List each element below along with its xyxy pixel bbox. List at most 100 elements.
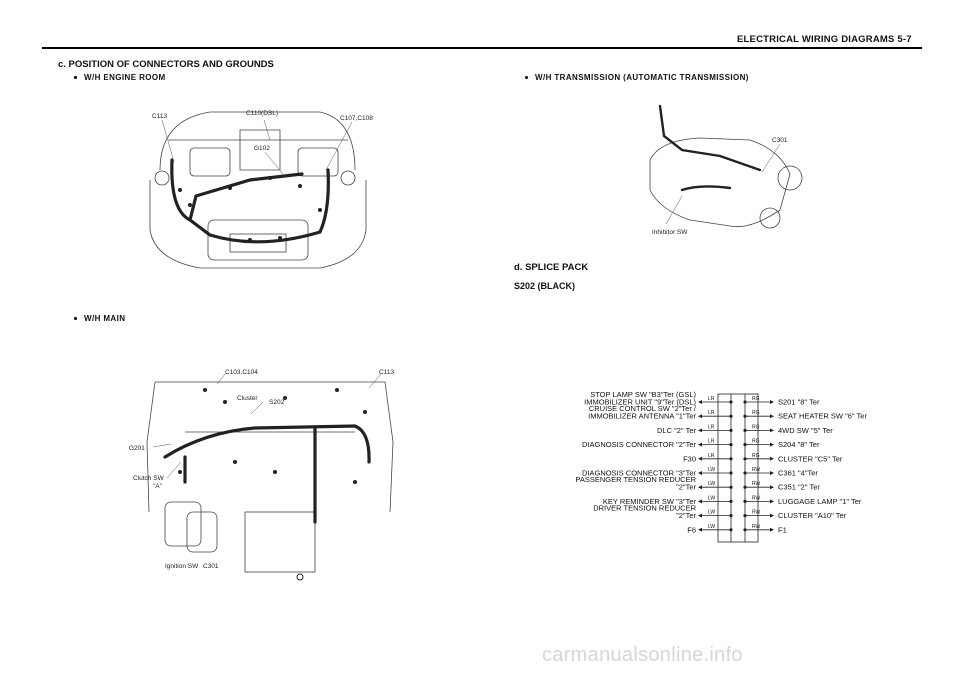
main-label-s202: S202 [269, 399, 285, 406]
splice-right-color: RG [752, 424, 760, 430]
splice-left-color: LW [708, 481, 715, 487]
splice-right-arrow [770, 442, 774, 447]
splice-node [729, 499, 733, 503]
splice-right-color: RG [752, 439, 760, 445]
splice-node [743, 400, 747, 404]
splice-right-color: RW [752, 481, 761, 487]
splice-node [743, 414, 747, 418]
watermark: carmanualsonline.info [542, 644, 743, 666]
splice-right-color: RW [752, 524, 761, 530]
header-rule [42, 47, 922, 49]
main-label-c301: C301 [203, 563, 219, 570]
splice-node [743, 457, 747, 461]
transmission-diagram: C301 Inhibitor SW [649, 104, 803, 236]
splice-right-color: RW [752, 495, 761, 501]
engine-label-g102: G102 [254, 145, 270, 152]
splice-right-label: LUGGAGE LAMP "1" Ter [778, 497, 862, 506]
splice-left-label: DRIVER TENSION REDUCER [593, 504, 696, 513]
splice-right-label: CLUSTER "C5" Ter [778, 454, 843, 463]
splice-node [743, 499, 747, 503]
engine-room-title: W/H ENGINE ROOM [74, 73, 166, 82]
engine-label-c113: C113 [152, 113, 167, 120]
splice-node [729, 514, 733, 518]
splice-left-color: LW [708, 524, 715, 530]
splice-right-label: S204 "8" Ter [778, 440, 820, 449]
splice-left-label: DIAGNOSIS CONNECTOR "2"Ter [582, 440, 696, 449]
splice-left-arrow [698, 456, 702, 461]
splice-pack-subtitle: S202 (BLACK) [514, 281, 576, 291]
splice-left-arrow [698, 414, 702, 419]
splice-left-label: PASSENGER TENSION REDUCER [575, 475, 696, 484]
splice-left-arrow [698, 400, 702, 404]
main-label-c113: C113 [379, 369, 394, 376]
splice-right-arrow [770, 471, 774, 475]
engine-label-c107: C107,C108 [340, 115, 373, 122]
splice-node [743, 471, 747, 475]
engine-room-diagram: C113 C110(DSL) C107,C108 G102 [149, 110, 373, 269]
main-label-cluster: Cluster [237, 395, 258, 402]
main-label-a: "A" [153, 483, 163, 490]
splice-node [729, 528, 733, 532]
splice-left-arrow [698, 527, 702, 532]
splice-right-color: RG [752, 453, 760, 459]
splice-left-color: LR [708, 424, 715, 430]
splice-left-color: LR [708, 396, 715, 402]
splice-right-color: RG [752, 396, 760, 402]
engine-label-c110: C110(DSL) [246, 110, 278, 117]
splice-right-arrow [770, 456, 774, 461]
splice-node [729, 414, 733, 418]
splice-right-label: C351 "2" Ter [778, 483, 820, 492]
splice-node [729, 400, 733, 404]
splice-left-label: DLC "2" Ter [657, 426, 696, 435]
trans-label-inhibitor-sw: Inhibitor SW [652, 229, 688, 236]
splice-left-color: LR [708, 410, 715, 416]
splice-node [743, 485, 747, 489]
splice-left-color: LR [708, 439, 715, 445]
splice-node [729, 443, 733, 447]
splice-left-arrow [698, 471, 702, 475]
splice-right-arrow [770, 428, 774, 433]
splice-left-arrow [698, 428, 702, 433]
splice-left-label: "2"Ter [676, 483, 696, 492]
splice-node [729, 485, 733, 489]
splice-right-label: 4WD SW "5" Ter [778, 426, 833, 435]
splice-left-color: LW [708, 510, 715, 516]
splice-left-label: F30 [683, 454, 696, 463]
splice-right-label: C361 "4"Ter [778, 469, 818, 478]
main-label-clutch-sw: Clutch SW [133, 475, 165, 482]
splice-node [729, 428, 733, 432]
splice-left-label: F6 [687, 525, 696, 534]
main-label-ignition-sw: Ignition SW [165, 563, 199, 570]
splice-left-label: IMMOBILIZER ANTENNA "1"Ter [588, 412, 696, 421]
splice-right-color: RW [752, 467, 761, 473]
splice-right-arrow [770, 527, 774, 532]
splice-node [729, 457, 733, 461]
main-title: W/H MAIN [74, 314, 125, 323]
splice-left-label: "2"Ter [676, 511, 696, 520]
trans-label-c301: C301 [772, 137, 788, 144]
splice-left-color: LW [708, 467, 715, 473]
splice-right-label: S201 "8" Ter [778, 398, 820, 407]
splice-right-arrow [770, 485, 774, 490]
splice-right-arrow [770, 400, 774, 404]
splice-right-color: RG [752, 410, 760, 416]
splice-left-arrow [698, 513, 702, 518]
section-d-title: d. SPLICE PACK [514, 262, 589, 273]
splice-node [729, 471, 733, 475]
main-label-c103: C103,C104 [225, 369, 258, 376]
splice-left-color: LR [708, 453, 715, 459]
section-c-title: c. POSITION OF CONNECTORS AND GROUNDS [58, 59, 274, 70]
main-label-g201: G201 [129, 445, 145, 452]
splice-right-arrow [770, 513, 774, 518]
splice-left-label: IMMOBILIZER UNIT "9"Ter (DSL) [584, 398, 696, 407]
splice-right-label: CLUSTER "A10" Ter [778, 511, 847, 520]
splice-left-label: DIAGNOSIS CONNECTOR "3"Ter [582, 469, 696, 478]
splice-node [743, 514, 747, 518]
splice-right-arrow [770, 499, 774, 504]
splice-left-arrow [698, 485, 702, 490]
splice-node [743, 443, 747, 447]
splice-right-color: RW [752, 510, 761, 516]
main-harness-diagram: C103,C104 C113 Cluster S202 G201 Clutch … [129, 369, 394, 581]
transmission-title: W/H TRANSMISSION (AUTOMATIC TRANSMISSION… [525, 73, 749, 82]
